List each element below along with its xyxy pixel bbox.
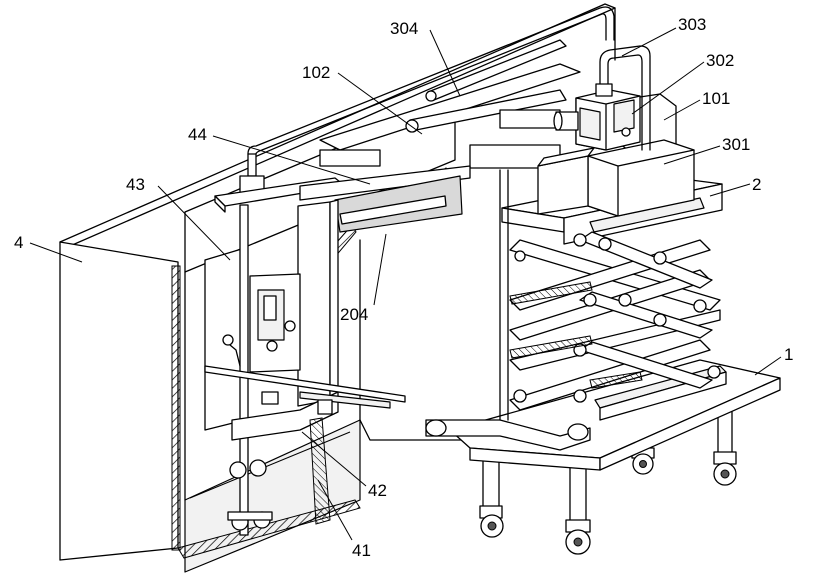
carriage-frame (204, 165, 471, 536)
device-head (537, 45, 695, 217)
label-4: 4 (14, 233, 23, 252)
scissor-arms (509, 231, 721, 411)
top-pipe-304 (239, 6, 615, 199)
label-302: 302 (706, 51, 734, 70)
cart-1 (425, 359, 781, 555)
label-43: 43 (126, 175, 145, 194)
label-41: 41 (352, 541, 371, 560)
label-303: 303 (678, 15, 706, 34)
caster-1 (479, 505, 504, 538)
caster-2 (565, 519, 591, 555)
label-102: 102 (302, 63, 330, 82)
leader-lines (29, 27, 782, 541)
label-301: 301 (722, 135, 750, 154)
pivot-pins (513, 233, 721, 403)
label-42: 42 (368, 481, 387, 500)
label-1: 1 (784, 345, 793, 364)
reference-labels: 1 2 4 41 42 43 44 101 102 204 301 302 30… (14, 15, 793, 560)
label-204: 204 (340, 305, 368, 324)
caster-3 (631, 447, 655, 475)
label-101: 101 (702, 89, 730, 108)
caster-4 (713, 451, 737, 486)
label-304: 304 (390, 19, 418, 38)
label-2: 2 (752, 175, 761, 194)
label-44: 44 (188, 125, 207, 144)
upper-beams (319, 63, 581, 169)
